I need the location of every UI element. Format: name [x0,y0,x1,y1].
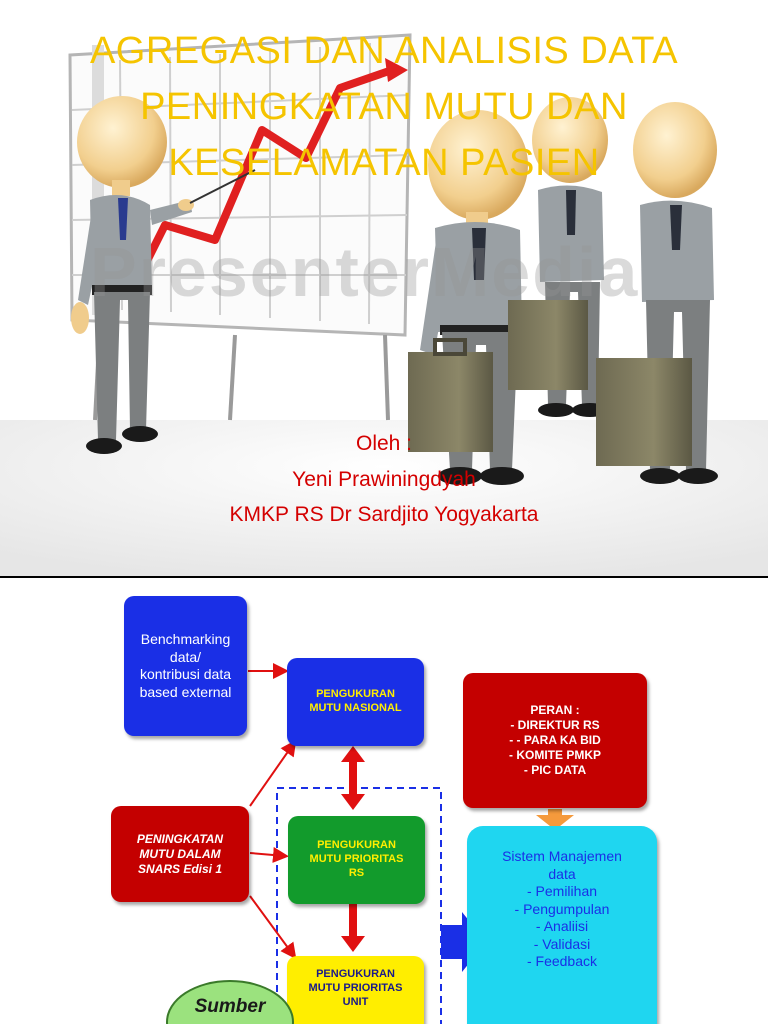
mutu-nasional-box: PENGUKURAN MUTU NASIONAL [287,658,424,746]
box-line: SNARS Edisi 1 [137,861,223,876]
box-line: MUTU PRIORITAS [309,853,404,866]
snars-box: PENINGKATAN MUTU DALAM SNARS Edisi 1 [111,806,249,902]
sistem-manajemen-box: Sistem Manajemen data - Pemilihan - Peng… [467,826,657,1024]
credit-line: Oleh : [355,432,413,455]
credit-line: KMKP RS Dr Sardjito Yogyakarta [229,503,539,526]
arrow-snars-to-nasional [249,739,297,807]
box-line: PENGUKURAN [316,688,395,701]
box-line: based external [139,683,232,700]
box-line: - PIC DATA [523,763,587,777]
box-line: PENGUKURAN [317,839,396,852]
orange-arrow-peran-to-sistem [536,809,574,830]
box-line: data/ [169,648,202,665]
box-line: Benchmarking [140,631,231,647]
block-arrow-to-sistem [441,912,486,972]
presenters-illustration [0,33,768,576]
whiteboard [68,33,412,421]
slide-title-line: AGREGASI DAN ANALISIS DATA [89,30,679,72]
double-arrow-rs-unit [341,888,365,952]
box-line: - - PARA KA BID [509,733,601,747]
credit-line: Yeni Prawiningdyah [292,468,476,491]
box-line: MUTU DALAM [139,846,221,861]
watermark: PresenterMedia [90,233,640,311]
box-line: - DIREKTUR RS [510,718,600,732]
audience-figure [508,97,608,417]
box-line: - KOMITE PMKP [509,748,601,762]
dashed-group-outline [276,787,442,1024]
box-line: MUTU NASIONAL [309,702,402,714]
box-line: - Feedback [526,953,598,969]
slide-title-line: KESELAMATAN PASIEN [168,142,600,184]
box-line: UNIT [342,995,369,1008]
audience-figure [408,110,528,485]
peran-box: PERAN : - DIREKTUR RS - - PARA KA BID - … [463,673,647,808]
box-line: PERAN : [530,703,580,717]
box-line: - Pengumpulan [514,900,610,917]
audience-figure [596,102,718,484]
arrow-snars-to-unit [249,895,297,960]
presenter-figure [71,96,256,454]
box-line: PENINGKATAN [136,831,224,846]
box-line: - Validasi [533,935,591,952]
mutu-prioritas-unit-box: PENGUKURAN MUTU PRIORITAS UNIT [287,956,424,1024]
mutu-prioritas-rs-box: PENGUKURAN MUTU PRIORITAS RS [288,816,425,904]
slide-title-line: PENINGKATAN MUTU DAN [140,86,628,128]
box-line: kontribusi data [139,666,232,682]
arrow-snars-to-rs [249,847,289,863]
box-line: - Analiisi [535,918,589,934]
title-slide: PresenterMedia AGREGASI DAN ANALISIS DAT… [0,0,768,576]
connector-layer [248,663,574,1024]
double-arrow-nasional-rs [341,746,365,810]
sumber-label: Sumber [194,996,266,1017]
benchmarking-box: Benchmarking data/ kontribusi data based… [124,596,247,736]
diagram-slide: Benchmarking data/ kontribusi data based… [0,578,768,1024]
box-line: - Pemilihan [526,883,598,899]
box-line: data [548,865,576,882]
box-line: PENGUKURAN [316,968,395,980]
box-line: MUTU PRIORITAS [308,981,403,994]
box-line: Sistem Manajemen [502,848,622,864]
box-line: RS [348,866,365,879]
